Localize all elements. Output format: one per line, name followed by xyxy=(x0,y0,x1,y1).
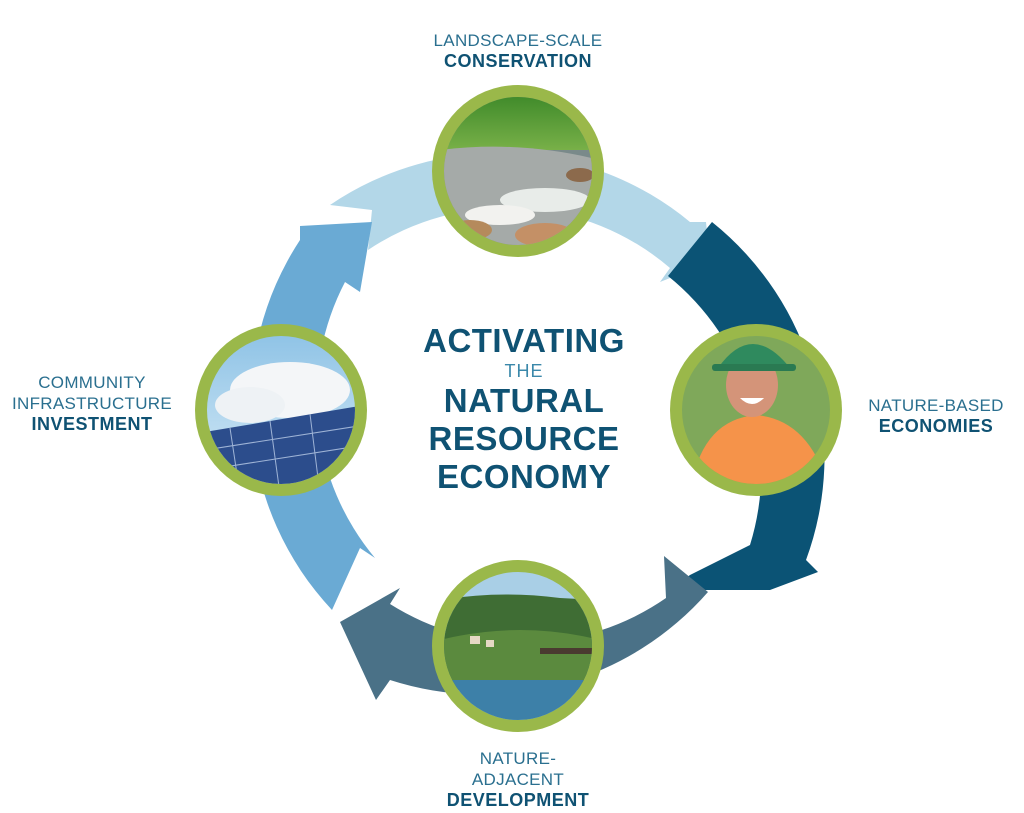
center-title-line-economy: ECONOMY xyxy=(436,458,611,495)
photo-worker-hardhat xyxy=(670,324,842,496)
center-title-line-the: THE xyxy=(504,361,544,381)
center-title-line-natural: NATURAL xyxy=(443,382,605,419)
photo-river-town-bridge xyxy=(432,560,604,732)
arrow-bottom xyxy=(340,556,708,700)
arrow-right xyxy=(668,222,825,590)
center-title: ACTIVATING THE NATURAL RESOURCE ECONOMY xyxy=(400,322,648,496)
label-community-infrastructure-investment: COMMUNITY INFRASTRUCTURE INVESTMENT xyxy=(11,373,173,434)
label-nature-adjacent-development: NATURE- ADJACENT DEVELOPMENT xyxy=(446,749,590,810)
photo-river-rapids xyxy=(432,85,604,257)
center-title-line-resource: RESOURCE xyxy=(428,420,620,457)
photo-solar-panels xyxy=(195,324,367,496)
center-title-line-activating: ACTIVATING xyxy=(423,322,625,359)
label-landscape-scale-conservation: LANDSCAPE-SCALE CONSERVATION xyxy=(433,31,603,71)
arrow-top xyxy=(330,153,710,282)
label-nature-based-economies: NATURE-BASED ECONOMIES xyxy=(868,396,1004,436)
